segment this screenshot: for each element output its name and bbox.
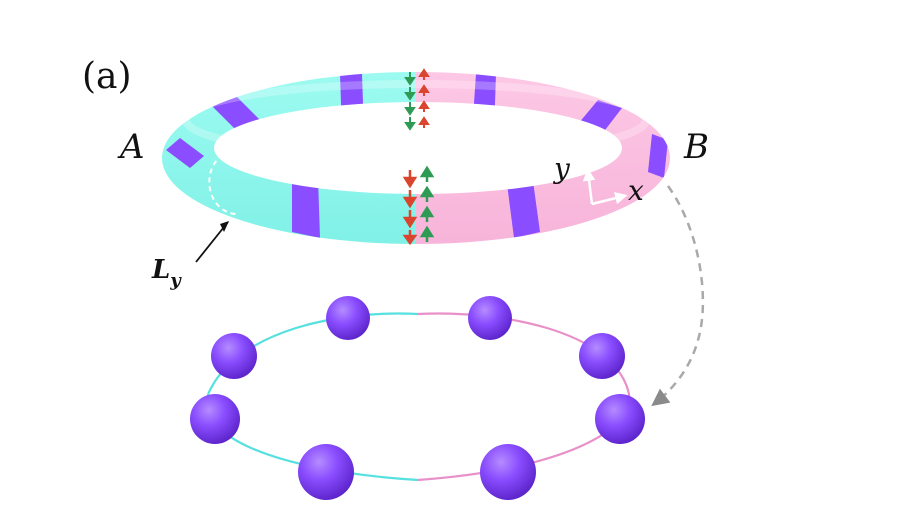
sphere <box>190 394 240 444</box>
sphere-ring <box>190 296 645 500</box>
torus-bands <box>166 74 668 238</box>
sphere <box>468 296 512 340</box>
end-label-a: A <box>117 127 145 167</box>
axis-label-x: x <box>628 174 644 207</box>
axis-label-y: y <box>552 152 571 185</box>
panel-label: (a) <box>82 56 132 97</box>
loop-label-sub: y <box>169 270 182 291</box>
sphere <box>595 394 645 444</box>
loop-label-main: L <box>151 255 170 285</box>
mapping-arrow <box>651 185 705 407</box>
spin-arrows-back <box>404 68 430 131</box>
sphere <box>298 444 354 500</box>
local-axes <box>582 168 628 206</box>
torus-pink-half <box>416 0 903 508</box>
sphere <box>211 333 257 379</box>
sphere <box>480 444 536 500</box>
loop-label: Ly <box>151 255 182 291</box>
sphere <box>579 333 625 379</box>
ly-dashed-loop <box>208 149 241 215</box>
end-label-b: B <box>683 127 709 167</box>
sphere <box>326 296 370 340</box>
spin-arrows-front <box>402 165 435 246</box>
ly-pointer-head <box>220 221 229 232</box>
